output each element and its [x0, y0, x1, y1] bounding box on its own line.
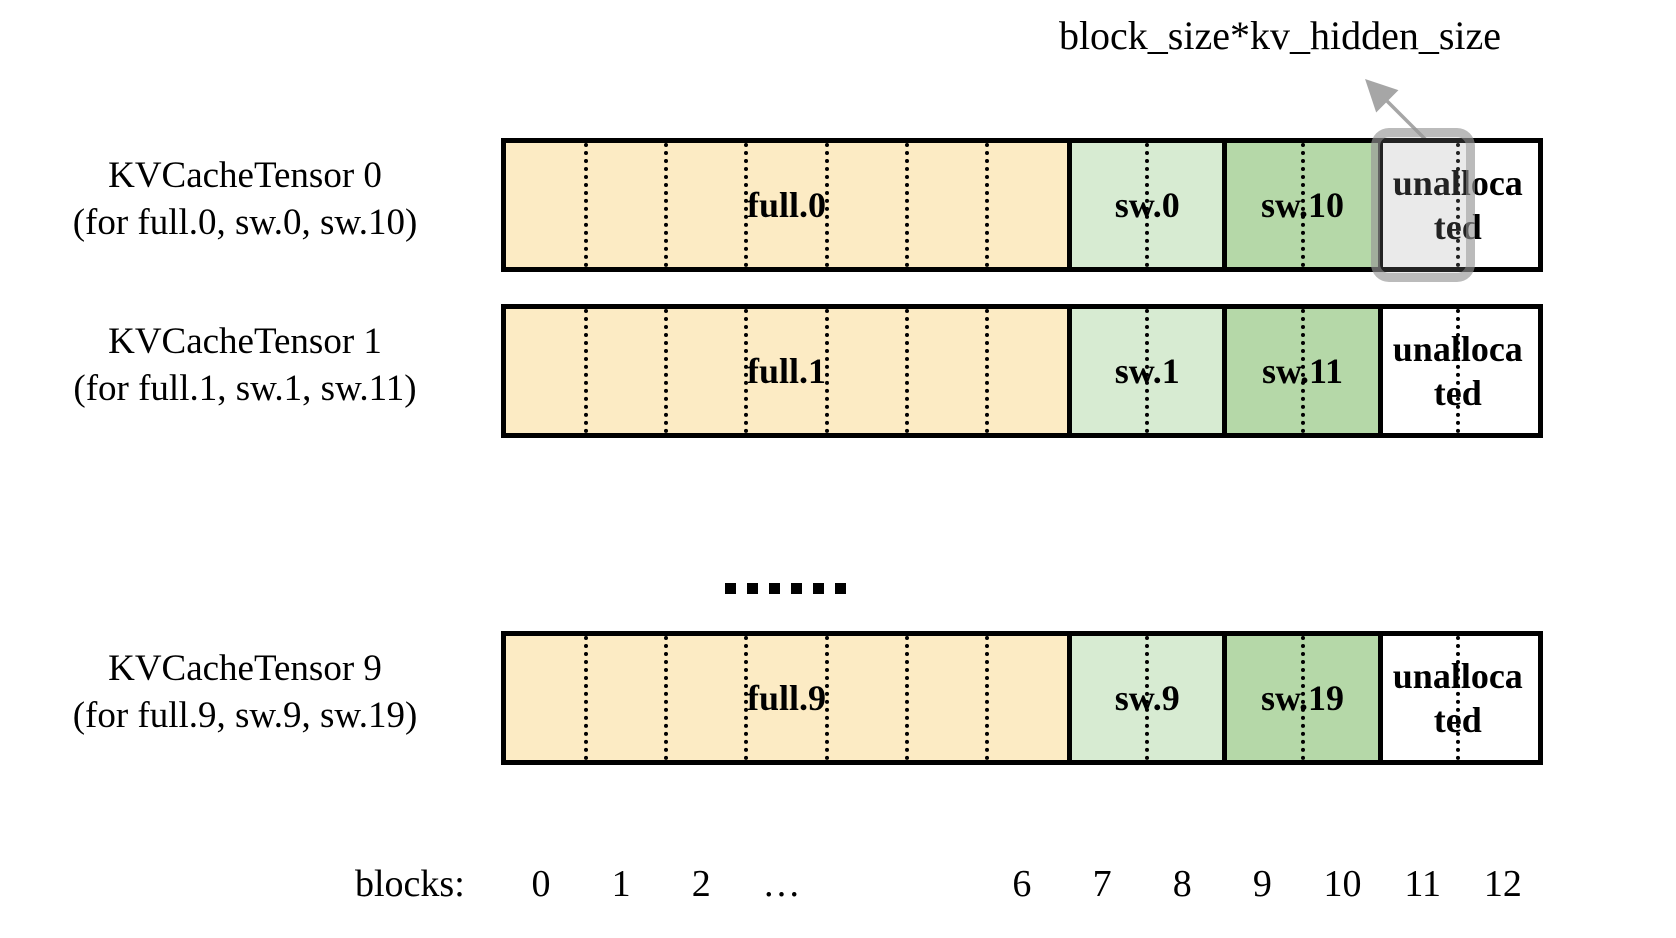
segment-label: sw.11 [1261, 351, 1344, 391]
tensor-row-label-line2: (for full.9, sw.9, sw.19) [72, 695, 418, 736]
tensor-segment: sw.1 [1067, 309, 1223, 433]
tensor-row-label: KVCacheTensor 9 (for full.9, sw.9, sw.19) [10, 645, 480, 739]
block-divider [664, 636, 669, 760]
segment-label: sw.10 [1260, 185, 1345, 225]
ellipsis-dot [791, 583, 802, 594]
axis-tick: 7 [1092, 863, 1112, 905]
block-divider [984, 143, 989, 267]
block-divider [1300, 636, 1305, 760]
ellipsis-dot [813, 583, 824, 594]
block-divider [984, 309, 989, 433]
axis-tick: 1 [611, 863, 631, 905]
tensor-row-label-line2: (for full.0, sw.0, sw.10) [72, 202, 418, 243]
block-divider [1455, 636, 1460, 760]
segment-label: sw.19 [1260, 678, 1345, 718]
block-divider [824, 636, 829, 760]
block-divider [664, 309, 669, 433]
block-divider [1145, 143, 1150, 267]
axis-tick: 9 [1252, 863, 1272, 905]
block-divider [584, 636, 589, 760]
segment-label: full.0 [747, 185, 827, 225]
block-divider [744, 309, 749, 433]
block-divider [584, 309, 589, 433]
tensor-segment: full.0 [506, 143, 1068, 267]
tensor-segment: sw.9 [1067, 636, 1223, 760]
tensor-segment: sw.19 [1222, 636, 1378, 760]
tensor-segment: sw.11 [1222, 309, 1378, 433]
tensor-row-label-line2: (for full.1, sw.1, sw.11) [73, 368, 417, 409]
block-divider [824, 309, 829, 433]
tensor-segment: full.1 [506, 309, 1068, 433]
axis-tick: 0 [531, 863, 551, 905]
axis-tick: 12 [1483, 863, 1522, 905]
block-divider [904, 636, 909, 760]
block-divider [744, 143, 749, 267]
ellipsis-dot [747, 583, 758, 594]
block-divider [1455, 143, 1460, 267]
block-divider [584, 143, 589, 267]
tensor-row-label-line1: KVCacheTensor 0 [108, 155, 382, 196]
block-divider [664, 143, 669, 267]
segment-label: sw.0 [1114, 185, 1180, 225]
segment-label: full.9 [747, 678, 827, 718]
tensor-row-label-line1: KVCacheTensor 1 [108, 321, 382, 362]
segment-label: sw.1 [1114, 351, 1180, 391]
axis-tick: 2 [691, 863, 711, 905]
vertical-ellipsis [725, 583, 846, 594]
tensor-row-label-line1: KVCacheTensor 9 [108, 648, 382, 689]
block-divider [984, 636, 989, 760]
block-divider [1455, 309, 1460, 433]
axis-tick: 11 [1404, 863, 1441, 905]
tensor-row-label: KVCacheTensor 1 (for full.1, sw.1, sw.11) [10, 318, 480, 412]
axis-tick: … [762, 863, 801, 905]
block-divider [1145, 636, 1150, 760]
block-divider [1300, 143, 1305, 267]
block-divider [744, 636, 749, 760]
ellipsis-dot [725, 583, 736, 594]
ellipsis-dot [769, 583, 780, 594]
tensor-segment: full.9 [506, 636, 1068, 760]
block-divider [904, 309, 909, 433]
segment-label: sw.9 [1114, 678, 1180, 718]
block-divider [824, 143, 829, 267]
axis-tick: 8 [1172, 863, 1192, 905]
tensor-segment: sw.0 [1067, 143, 1223, 267]
tensor-row-label: KVCacheTensor 0 (for full.0, sw.0, sw.10) [10, 152, 480, 246]
segment-label: full.1 [747, 351, 827, 391]
axis-title: blocks: [355, 863, 465, 905]
block-divider [1145, 309, 1150, 433]
axis-tick: 10 [1323, 863, 1362, 905]
block-divider [904, 143, 909, 267]
axis-tick: 6 [1012, 863, 1032, 905]
ellipsis-dot [835, 583, 846, 594]
block-divider [1300, 309, 1305, 433]
callout-label: block_size*kv_hidden_size [1058, 13, 1502, 58]
tensor-segment: sw.10 [1222, 143, 1378, 267]
